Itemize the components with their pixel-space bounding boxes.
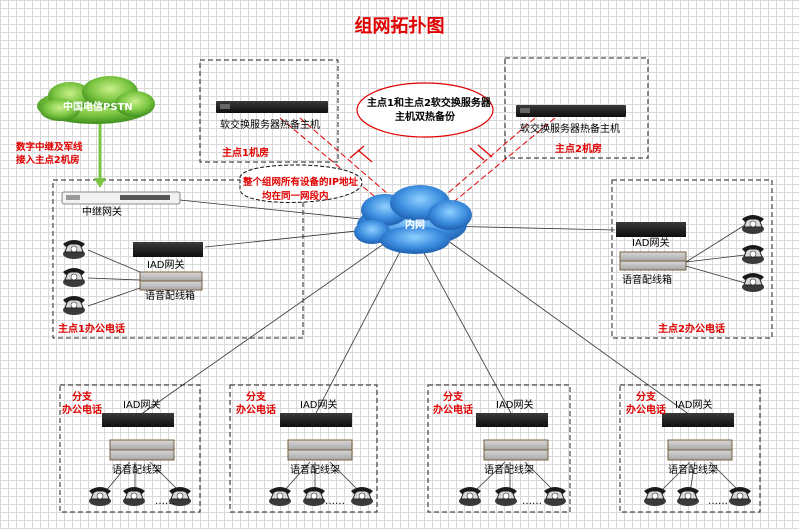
branch1-rack-label: 语音配线架	[112, 463, 162, 476]
telephone-icon	[123, 487, 145, 506]
iad-label-2: IAD网关	[632, 236, 670, 249]
branch2-label-line2: 办公电话	[236, 403, 276, 416]
trunk-gateway-label: 中继网关	[82, 205, 122, 218]
telephone-icon	[742, 245, 764, 264]
telephone-icon	[351, 487, 373, 506]
branch4-label-line1: 分支	[636, 390, 657, 403]
branch1-dots: ……	[155, 496, 175, 507]
branch1-label-line2: 办公电话	[62, 403, 102, 416]
dist-box-label-1: 语音配线箱	[145, 289, 195, 302]
ip-note-line2: 均在同一网段内	[262, 190, 329, 202]
branch4-rack-label: 语音配线架	[668, 463, 718, 476]
telephone-icon	[63, 268, 85, 287]
telephone-icon	[459, 487, 481, 506]
branch2-devices	[280, 413, 353, 461]
telephone-icon	[742, 273, 764, 292]
iad-label-1: IAD网关	[147, 258, 185, 271]
dist-box-label-2: 语音配线箱	[622, 273, 672, 286]
branch1-iad-label: IAD网关	[123, 398, 161, 411]
branch4-iad-label: IAD网关	[675, 398, 713, 411]
dist-box-1	[139, 271, 203, 291]
dist-box-2	[619, 251, 687, 271]
branch4-dots: ……	[708, 496, 728, 507]
branch3-label-line1: 分支	[443, 390, 464, 403]
pstn-note-line2: 接入主点2机房	[16, 154, 80, 166]
office1-label: 主点1办公电话	[58, 322, 125, 335]
telephone-icon	[169, 487, 191, 506]
telephone-icon	[495, 487, 517, 506]
telephone-icon	[544, 487, 566, 506]
office2-label: 主点2办公电话	[658, 322, 725, 335]
branch3-rack-label: 语音配线架	[484, 463, 534, 476]
pstn-cloud	[37, 76, 155, 124]
core-cloud-label: 内网	[405, 218, 425, 231]
branch2-box	[229, 384, 378, 513]
branch4-label-line2: 办公电话	[626, 403, 666, 416]
server1-device	[216, 101, 328, 113]
intranet-cloud	[354, 185, 472, 254]
ip-callout	[239, 164, 363, 203]
server2-device	[516, 105, 626, 117]
branch2-iad-label: IAD网关	[300, 398, 338, 411]
branch3-dots: ……	[522, 496, 542, 507]
telephone-icon	[677, 487, 699, 506]
server2-label: 软交换服务器热备主机	[520, 122, 620, 135]
room2-box	[504, 57, 649, 159]
server1-label: 软交换服务器热备主机	[220, 118, 320, 131]
telephone-icon	[63, 296, 85, 315]
ip-note-line1: 整个组网所有设备的IP地址	[242, 176, 358, 188]
telephone-icon	[729, 487, 751, 506]
telephone-icon	[644, 487, 666, 506]
iad-device-1	[133, 242, 203, 257]
diagram-title: 组网拓扑图	[354, 16, 445, 37]
branch1-box	[59, 384, 201, 513]
branch4-box	[619, 384, 761, 513]
telephone-icon	[269, 487, 291, 506]
branch3-iad-label: IAD网关	[496, 398, 534, 411]
pstn-note-line1: 数字中继及军线	[15, 141, 83, 153]
branch1-devices	[102, 413, 175, 461]
backup-note-line1: 主点1和主点2软交换服务器	[367, 96, 492, 109]
branch1-label-line1: 分支	[72, 390, 93, 403]
branch2-label-line1: 分支	[246, 390, 267, 403]
telephone-icon	[89, 487, 111, 506]
backup-note-line2: 主机双热备份	[395, 110, 456, 123]
iad-device-2	[616, 222, 686, 237]
branch3-box	[427, 384, 571, 513]
office1-box	[52, 179, 304, 339]
branch2-rack-label: 语音配线架	[290, 463, 340, 476]
room1-label: 主点1机房	[222, 146, 269, 159]
branch3-label-line2: 办公电话	[433, 403, 473, 416]
branch4-devices	[662, 413, 734, 461]
phones-layer	[63, 215, 764, 506]
office2-box	[611, 179, 773, 339]
telephone-icon	[742, 215, 764, 234]
branch2-dots: ……	[325, 496, 345, 507]
room2-label: 主点2机房	[555, 142, 602, 155]
backup-callout	[356, 82, 494, 138]
pstn-label: 中国电信PSTN	[63, 100, 133, 113]
room1-box	[199, 59, 339, 163]
trunk-gateway-device	[61, 191, 181, 205]
telephone-icon	[63, 240, 85, 259]
branch3-devices	[476, 413, 549, 461]
telephone-icon	[303, 487, 325, 506]
